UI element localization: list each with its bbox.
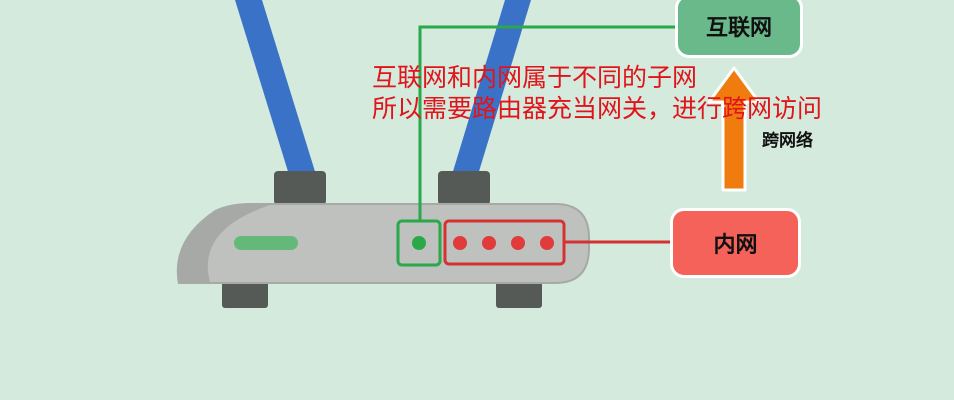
lan-label: 内网 (713, 233, 758, 258)
lan-box: 内网 (670, 208, 801, 278)
lan-led-4 (540, 236, 554, 250)
lan-led-1 (453, 236, 467, 250)
internet-box: 互联网 (675, 0, 803, 58)
cross-network-label: 跨网络 (762, 131, 813, 151)
cross-network-arrow (707, 66, 761, 192)
antenna-base-right (438, 171, 490, 205)
lan-led-2 (482, 236, 496, 250)
note-line-1: 互联网和内网属于不同的子网 (372, 63, 698, 92)
note-line-2: 所以需要路由器充当网关，进行跨网访问 (372, 94, 823, 123)
antenna-left (235, 0, 317, 178)
status-led-bar (234, 236, 298, 250)
wan-connector-line (418, 25, 675, 221)
antenna-right (451, 0, 531, 178)
wan-led (412, 236, 426, 250)
internet-label: 互联网 (705, 16, 772, 41)
antenna-base-left (274, 171, 326, 205)
lan-led-3 (511, 236, 525, 250)
